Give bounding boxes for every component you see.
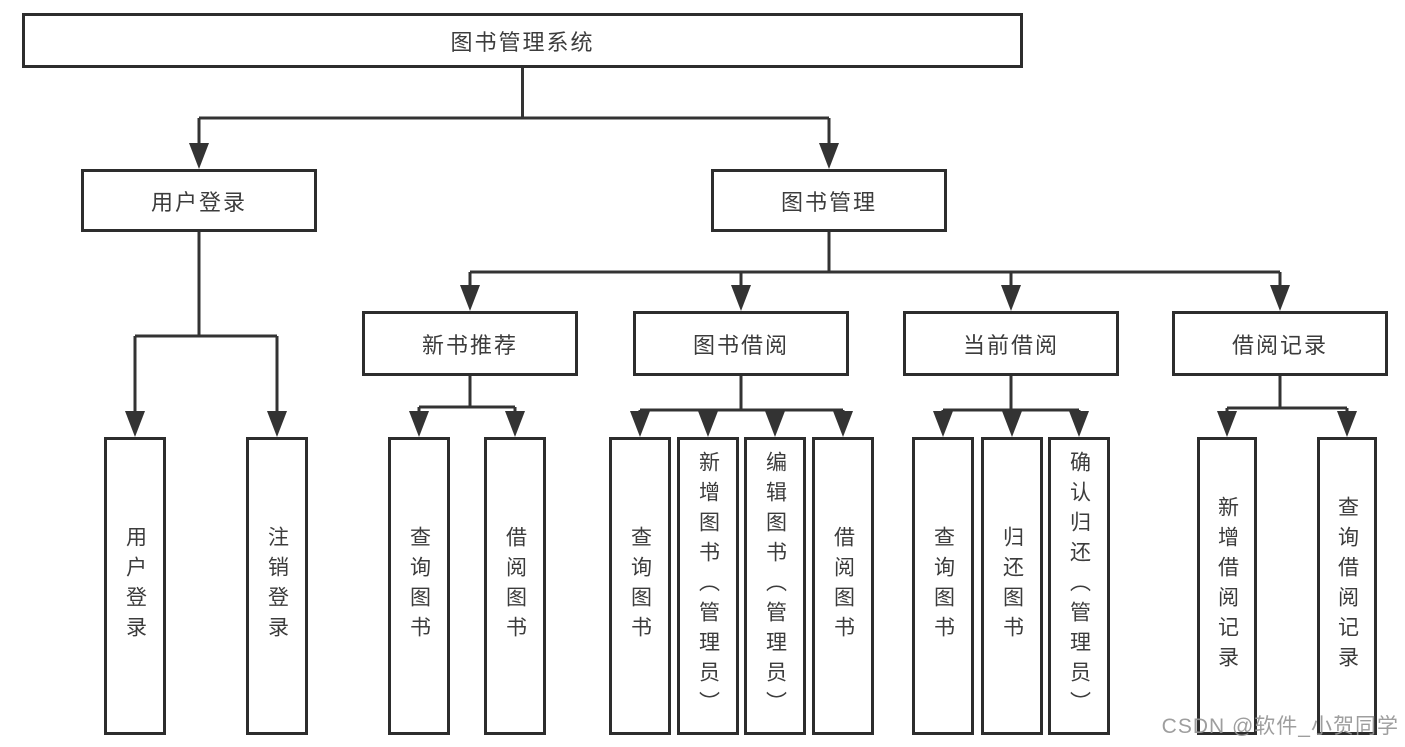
leaf-query-borrow-record-label: 查询借阅记录 (1335, 496, 1359, 676)
leaf-add-books-admin: 新增图书（管理员） (677, 437, 739, 735)
leaf-edit-books-admin: 编辑图书（管理员） (744, 437, 806, 735)
leaf-confirm-return-admin: 确认归还（管理员） (1048, 437, 1110, 735)
leaf-add-borrow-record: 新增借阅记录 (1197, 437, 1257, 735)
node-root-label: 图书管理系统 (450, 29, 595, 55)
leaf-user-login-label: 用户登录 (123, 526, 147, 646)
node-book-borrow-label: 图书借阅 (692, 332, 789, 358)
node-user-login: 用户登录 (81, 169, 317, 232)
leaf-logout: 注销登录 (246, 437, 308, 735)
leaf-borrow-books-2: 借阅图书 (812, 437, 874, 735)
leaf-user-login: 用户登录 (104, 437, 166, 735)
leaf-query-borrow-record: 查询借阅记录 (1317, 437, 1377, 735)
leaf-borrow-books-1: 借阅图书 (484, 437, 546, 735)
node-root: 图书管理系统 (22, 13, 1023, 68)
leaf-query-books-3-label: 查询图书 (931, 526, 955, 646)
leaf-return-books-label: 归还图书 (1000, 526, 1024, 646)
node-borrow-records-label: 借阅记录 (1231, 332, 1328, 358)
leaf-return-books: 归还图书 (981, 437, 1043, 735)
node-book-borrow: 图书借阅 (633, 311, 849, 376)
node-current-borrow-label: 当前借阅 (962, 332, 1059, 358)
leaf-borrow-books-2-label: 借阅图书 (831, 526, 855, 646)
leaf-add-borrow-record-label: 新增借阅记录 (1215, 496, 1239, 676)
node-current-borrow: 当前借阅 (903, 311, 1119, 376)
node-user-login-label: 用户登录 (150, 189, 247, 215)
leaf-borrow-books-1-label: 借阅图书 (503, 526, 527, 646)
leaf-query-books-3: 查询图书 (912, 437, 974, 735)
leaf-edit-books-admin-label: 编辑图书（管理员） (763, 451, 787, 721)
leaf-add-books-admin-label: 新增图书（管理员） (696, 451, 720, 721)
leaf-logout-label: 注销登录 (265, 526, 289, 646)
leaf-query-books-1-label: 查询图书 (407, 526, 431, 646)
node-book-mgmt: 图书管理 (711, 169, 947, 232)
csdn-watermark: CSDN @软件_小贺同学 (1161, 715, 1399, 738)
node-new-books: 新书推荐 (362, 311, 578, 376)
node-borrow-records: 借阅记录 (1172, 311, 1388, 376)
leaf-query-books-1: 查询图书 (388, 437, 450, 735)
node-new-books-label: 新书推荐 (421, 332, 518, 358)
leaf-query-books-2: 查询图书 (609, 437, 671, 735)
leaf-query-books-2-label: 查询图书 (628, 526, 652, 646)
leaf-confirm-return-admin-label: 确认归还（管理员） (1067, 451, 1091, 721)
node-book-mgmt-label: 图书管理 (780, 189, 877, 215)
